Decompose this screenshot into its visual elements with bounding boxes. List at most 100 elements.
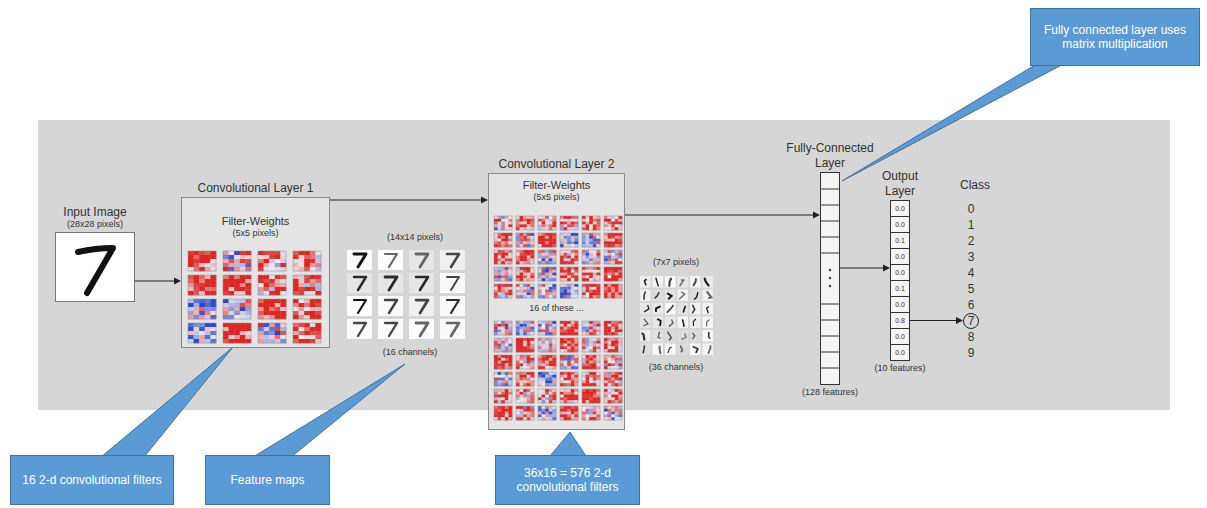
filter-weight-pixel [229, 291, 235, 295]
filter-weight-pixel [516, 275, 520, 278]
filter-weight-pixel [545, 216, 549, 219]
filter-weight-pixel [618, 341, 622, 344]
filter-weight-pixel [523, 324, 527, 327]
filter-weight-pixel [240, 287, 246, 291]
feature-map-tile [703, 276, 714, 288]
filter-weight-pixel [618, 287, 622, 290]
filter-weight-pixel [582, 273, 586, 276]
filter-weight-pixel [210, 299, 216, 303]
filter-weight-pixel [245, 299, 251, 303]
filter-weight-pixel [210, 335, 216, 339]
filter-weight-pixel [264, 287, 270, 291]
filter-weight-pixel [299, 287, 305, 291]
filter-weight-tile [582, 267, 600, 281]
filter-weight-pixel [611, 239, 615, 242]
filter-weight-pixel [596, 329, 600, 332]
filter-weight-pixel [582, 329, 586, 332]
filter-weight-pixel [586, 378, 590, 381]
layer-title: Input Image [63, 205, 126, 219]
filter-weight-pixel [223, 303, 229, 307]
filter-weight-pixel [604, 253, 608, 256]
filter-weight-pixel [258, 303, 264, 307]
filter-weight-pixel [530, 287, 534, 290]
filter-weight-pixel [567, 270, 571, 273]
filter-weight-pixel [596, 324, 600, 327]
filter-weight-border [494, 267, 512, 281]
filter-weight-pixel [223, 255, 229, 259]
filter-weight-pixel [520, 275, 524, 278]
filter-weight-pixel [571, 273, 575, 276]
filter-weight-pixel [608, 284, 612, 287]
filter-weight-pixel [264, 339, 270, 343]
filter-weight-pixel [589, 273, 593, 276]
filter-weight-pixel [501, 241, 505, 244]
filter-weight-pixel [505, 375, 509, 378]
filter-weight-pixel [520, 358, 524, 361]
filter-weight-pixel [582, 363, 586, 366]
filter-weight-pixel [560, 267, 564, 270]
feature-map-tile [690, 330, 701, 342]
feature-map-stroke [693, 347, 698, 353]
filter-weight-pixel [538, 292, 542, 295]
filter-weight-pixel [571, 355, 575, 358]
filter-weight-pixel [315, 339, 321, 343]
filter-weight-pixel [560, 321, 564, 324]
filter-weight-pixel [315, 267, 321, 271]
filter-weight-pixel [586, 292, 590, 295]
filter-weight-pixel [199, 299, 205, 303]
filter-weight-pixel [604, 275, 608, 278]
filter-weight-pixel [516, 378, 520, 381]
filter-weight-pixel [530, 380, 534, 383]
filter-weight-pixel [604, 224, 608, 227]
filter-weight-pixel [549, 372, 553, 375]
filter-weight-border [604, 284, 622, 298]
filter-weight-pixel [538, 284, 542, 287]
filter-weight-pixel [549, 361, 553, 364]
filter-weight-pixel [571, 287, 575, 290]
filter-weight-pixel [589, 241, 593, 244]
filter-weight-pixel [615, 273, 619, 276]
filter-weight-pixel [523, 375, 527, 378]
filter-weight-pixel [530, 338, 534, 341]
filter-weight-pixel [586, 329, 590, 332]
filter-weight-pixel [608, 216, 612, 219]
filter-weight-pixel [293, 259, 299, 263]
filter-weight-pixel [560, 222, 564, 225]
filter-weight-pixel [593, 233, 597, 236]
feature-maps-16 [347, 250, 465, 339]
filter-weight-pixel [574, 250, 578, 253]
feature-map-stroke [644, 319, 648, 326]
filter-weight-pixel [527, 222, 531, 225]
filter-weight-pixel [494, 380, 498, 383]
filter-weight-pixel [611, 341, 615, 344]
filter-weight-pixel [542, 341, 546, 344]
filter-weight-pixel [611, 250, 615, 253]
filter-weight-pixel [205, 335, 211, 339]
feature-map-tile [665, 330, 676, 342]
filter-weight-pixel [589, 378, 593, 381]
filter-weight-pixel [549, 250, 553, 253]
filter-weight-pixel [494, 258, 498, 261]
filter-weight-pixel [520, 327, 524, 330]
filter-weight-pixel [199, 291, 205, 295]
filter-weight-pixel [516, 290, 520, 293]
feature-map-tile [703, 290, 714, 302]
filter-weight-pixel [542, 321, 546, 324]
filter-weight-pixel [530, 324, 534, 327]
filter-weight-pixel [586, 346, 590, 349]
filter-weight-pixel [264, 263, 270, 267]
filter-weight-pixel [567, 219, 571, 222]
filter-weight-pixel [552, 250, 556, 253]
filter-weight-border [258, 299, 286, 319]
filter-weight-pixel [593, 378, 597, 381]
filter-weight-pixel [608, 222, 612, 225]
filter-weight-pixel [615, 270, 619, 273]
filter-weight-pixel [596, 267, 600, 270]
filter-weight-pixel [560, 338, 564, 341]
filter-weight-pixel [596, 239, 600, 242]
filter-weight-border [223, 251, 251, 271]
filter-weight-pixel [501, 378, 505, 381]
filter-weight-pixel [299, 275, 305, 279]
filter-weight-pixel [582, 233, 586, 236]
filter-weight-pixel [505, 363, 509, 366]
